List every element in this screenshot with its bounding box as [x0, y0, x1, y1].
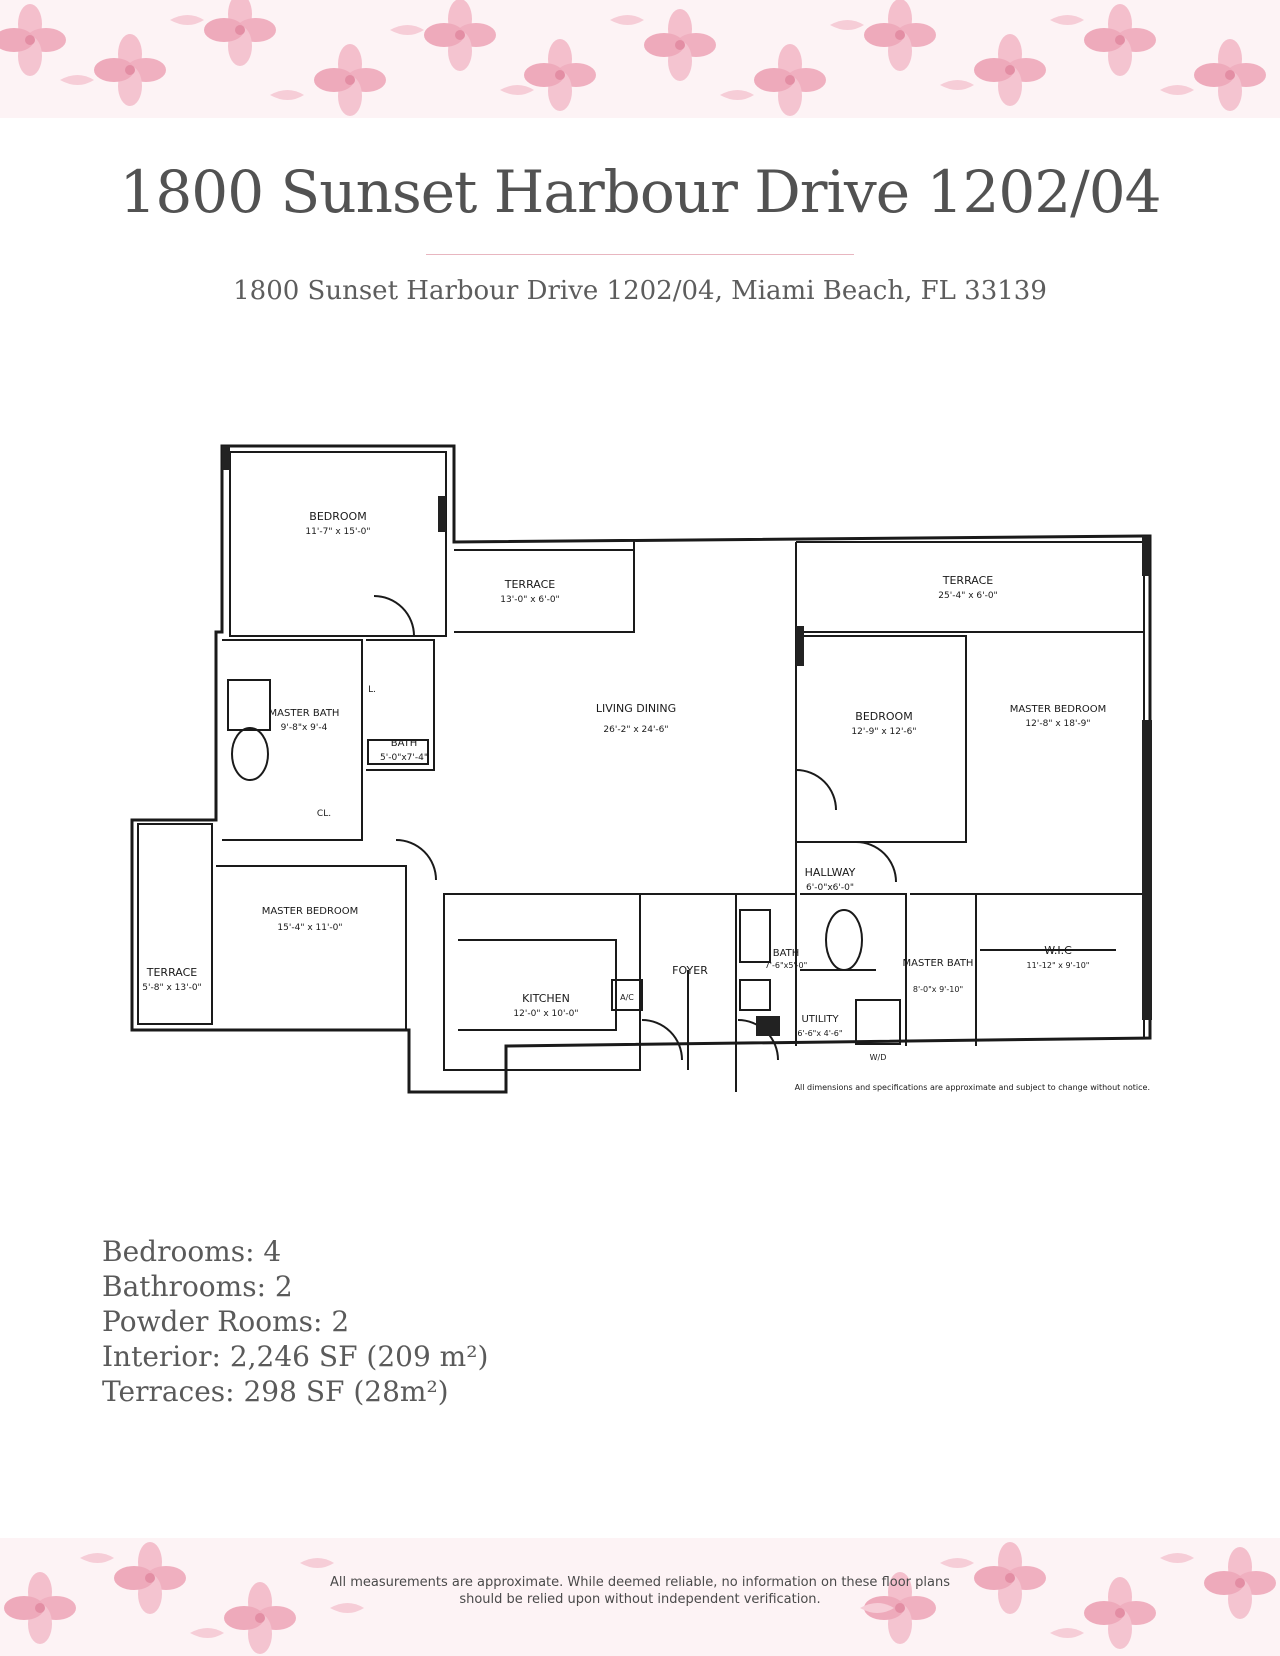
plan-note: All dimensions and specifications are ap… [795, 1083, 1150, 1092]
room-label-terrace-1: TERRACE [504, 578, 556, 591]
spec-bathrooms: Bathrooms: 2 [102, 1270, 293, 1303]
room-label-hallway: HALLWAY [805, 866, 856, 879]
room-label-wic: W.I.C [1044, 944, 1072, 957]
room-size-terrace-3: 5'-8" x 13'-0" [142, 983, 201, 993]
room-label-bath-1: BATH [391, 738, 418, 749]
room-label-utility: UTILITY [801, 1014, 839, 1025]
room-size-living-dining: 26'-2" x 24'-6" [603, 725, 668, 735]
room-size-terrace-2: 25'-4" x 6'-0" [938, 591, 997, 601]
room-label-master-bath-2: MASTER BATH [903, 958, 974, 969]
room-size-terrace-1: 13'-0" x 6'-0" [500, 595, 559, 605]
property-specs: Bedrooms: 4 Bathrooms: 2 Powder Rooms: 2… [102, 1234, 488, 1409]
footer-disclaimer: All measurements are approximate. While … [260, 1574, 1020, 1608]
room-label-bedroom-2: BEDROOM [855, 710, 912, 723]
room-label-master-bedroom-2: MASTER BEDROOM [1010, 704, 1107, 715]
title-divider [426, 254, 854, 255]
room-size-master-bedroom-2: 12'-8" x 18'-9" [1025, 719, 1090, 729]
room-label-kitchen: KITCHEN [522, 992, 570, 1005]
floor-plan: BEDROOM 11'-7" x 15'-0" TERRACE 13'-0" x… [76, 410, 1152, 1132]
room-label-bedroom-1: BEDROOM [309, 510, 366, 523]
page-title: 1800 Sunset Harbour Drive 1202/04 [119, 158, 1161, 226]
disclaimer-line-2: should be relied upon without independen… [459, 1592, 821, 1607]
closet-label: CL. [317, 809, 331, 819]
spec-powder-rooms: Powder Rooms: 2 [102, 1305, 350, 1338]
room-label-living-dining: LIVING DINING [596, 702, 676, 715]
room-label-terrace-2: TERRACE [942, 574, 994, 587]
room-size-bedroom-1: 11'-7" x 15'-0" [305, 527, 370, 537]
room-size-wic: 11'-12" x 9'-10" [1027, 961, 1090, 970]
floor-plan-drawing: BEDROOM 11'-7" x 15'-0" TERRACE 13'-0" x… [130, 444, 1152, 1094]
floral-banner-top [0, 0, 1280, 118]
room-label-master-bath-1: MASTER BATH [269, 708, 340, 719]
room-size-master-bedroom-1: 15'-4" x 11'-0" [277, 923, 342, 933]
room-size-kitchen: 12'-0" x 10'-0" [513, 1009, 578, 1019]
room-size-utility: 6'-6"x 4'-6" [797, 1029, 842, 1038]
floral-pattern-top [0, 0, 1266, 116]
room-label-bath-2: BATH [773, 948, 800, 959]
spec-bedrooms: Bedrooms: 4 [102, 1235, 282, 1268]
spec-terraces: Terraces: 298 SF (28m²) [102, 1375, 449, 1408]
room-size-hallway: 6'-0"x6'-0" [806, 883, 854, 893]
room-size-bath-2: 7'-6"x5'-0" [765, 961, 808, 970]
spec-interior: Interior: 2,246 SF (209 m²) [102, 1340, 489, 1373]
ac-label: A/C [620, 993, 634, 1002]
room-label-terrace-3: TERRACE [146, 966, 198, 979]
disclaimer-line-1: All measurements are approximate. While … [330, 1575, 950, 1590]
room-size-bath-1: 5'-0"x7'-4" [380, 753, 428, 763]
linen-label: L. [368, 685, 376, 695]
room-label-master-bedroom-1: MASTER BEDROOM [262, 906, 359, 917]
washer-dryer-label: W/D [870, 1053, 887, 1062]
room-size-bedroom-2: 12'-9" x 12'-6" [851, 727, 916, 737]
room-size-master-bath-1: 9'-8"x 9'-4 [281, 723, 328, 733]
room-size-master-bath-2: 8'-0"x 9'-10" [913, 985, 963, 994]
floral-banner-bottom [0, 1538, 1280, 1656]
address-subtitle: 1800 Sunset Harbour Drive 1202/04, Miami… [233, 276, 1047, 306]
room-label-foyer: FOYER [672, 964, 708, 977]
